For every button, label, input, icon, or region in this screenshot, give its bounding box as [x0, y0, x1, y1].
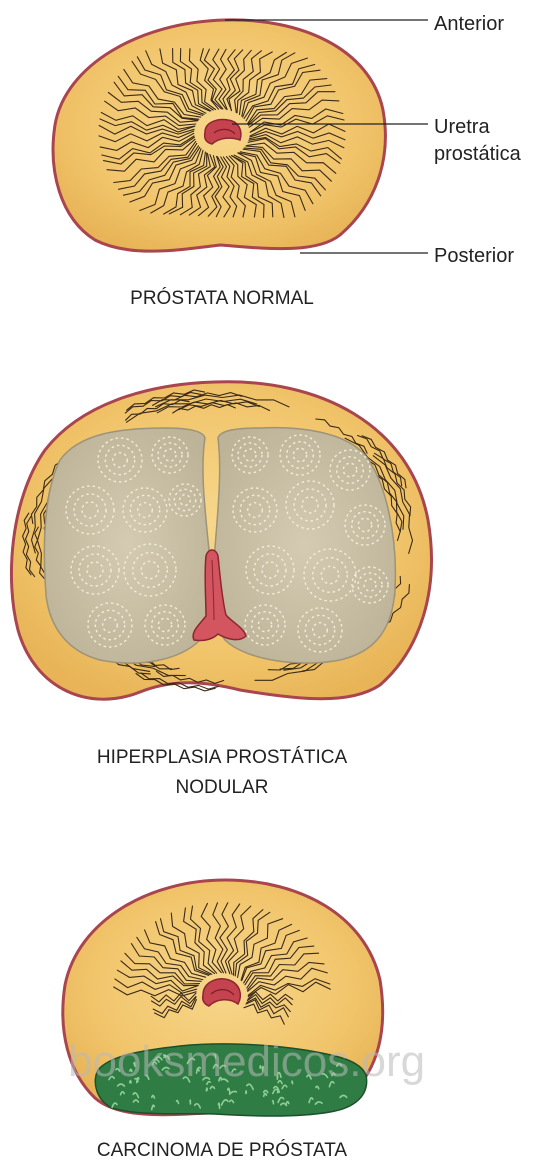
watermark: booksmedicos.org — [68, 1037, 425, 1086]
hyperplasia-prostate: HIPERPLASIA PROSTÁTICA NODULAR — [11, 382, 431, 798]
posterior-label: Posterior — [434, 245, 514, 267]
normal-caption: PRÓSTATA NORMAL — [130, 287, 314, 309]
anterior-label: Anterior — [434, 13, 504, 35]
urethra-label-line2: prostática — [434, 143, 522, 165]
hyperplasia-caption-line1: HIPERPLASIA PROSTÁTICA — [97, 747, 348, 768]
carcinoma-prostate: booksmedicos.org CARCINOMA DE PRÓSTATA — [63, 880, 425, 1161]
left-lobe-nodules — [44, 428, 210, 663]
urethra-label-line1: Uretra — [434, 116, 490, 138]
carcinoma-caption: CARCINOMA DE PRÓSTATA — [97, 1139, 348, 1161]
normal-prostate: Anterior Uretra prostática Posterior PRÓ… — [53, 13, 521, 309]
hyperplasia-caption-line2: NODULAR — [176, 777, 269, 798]
